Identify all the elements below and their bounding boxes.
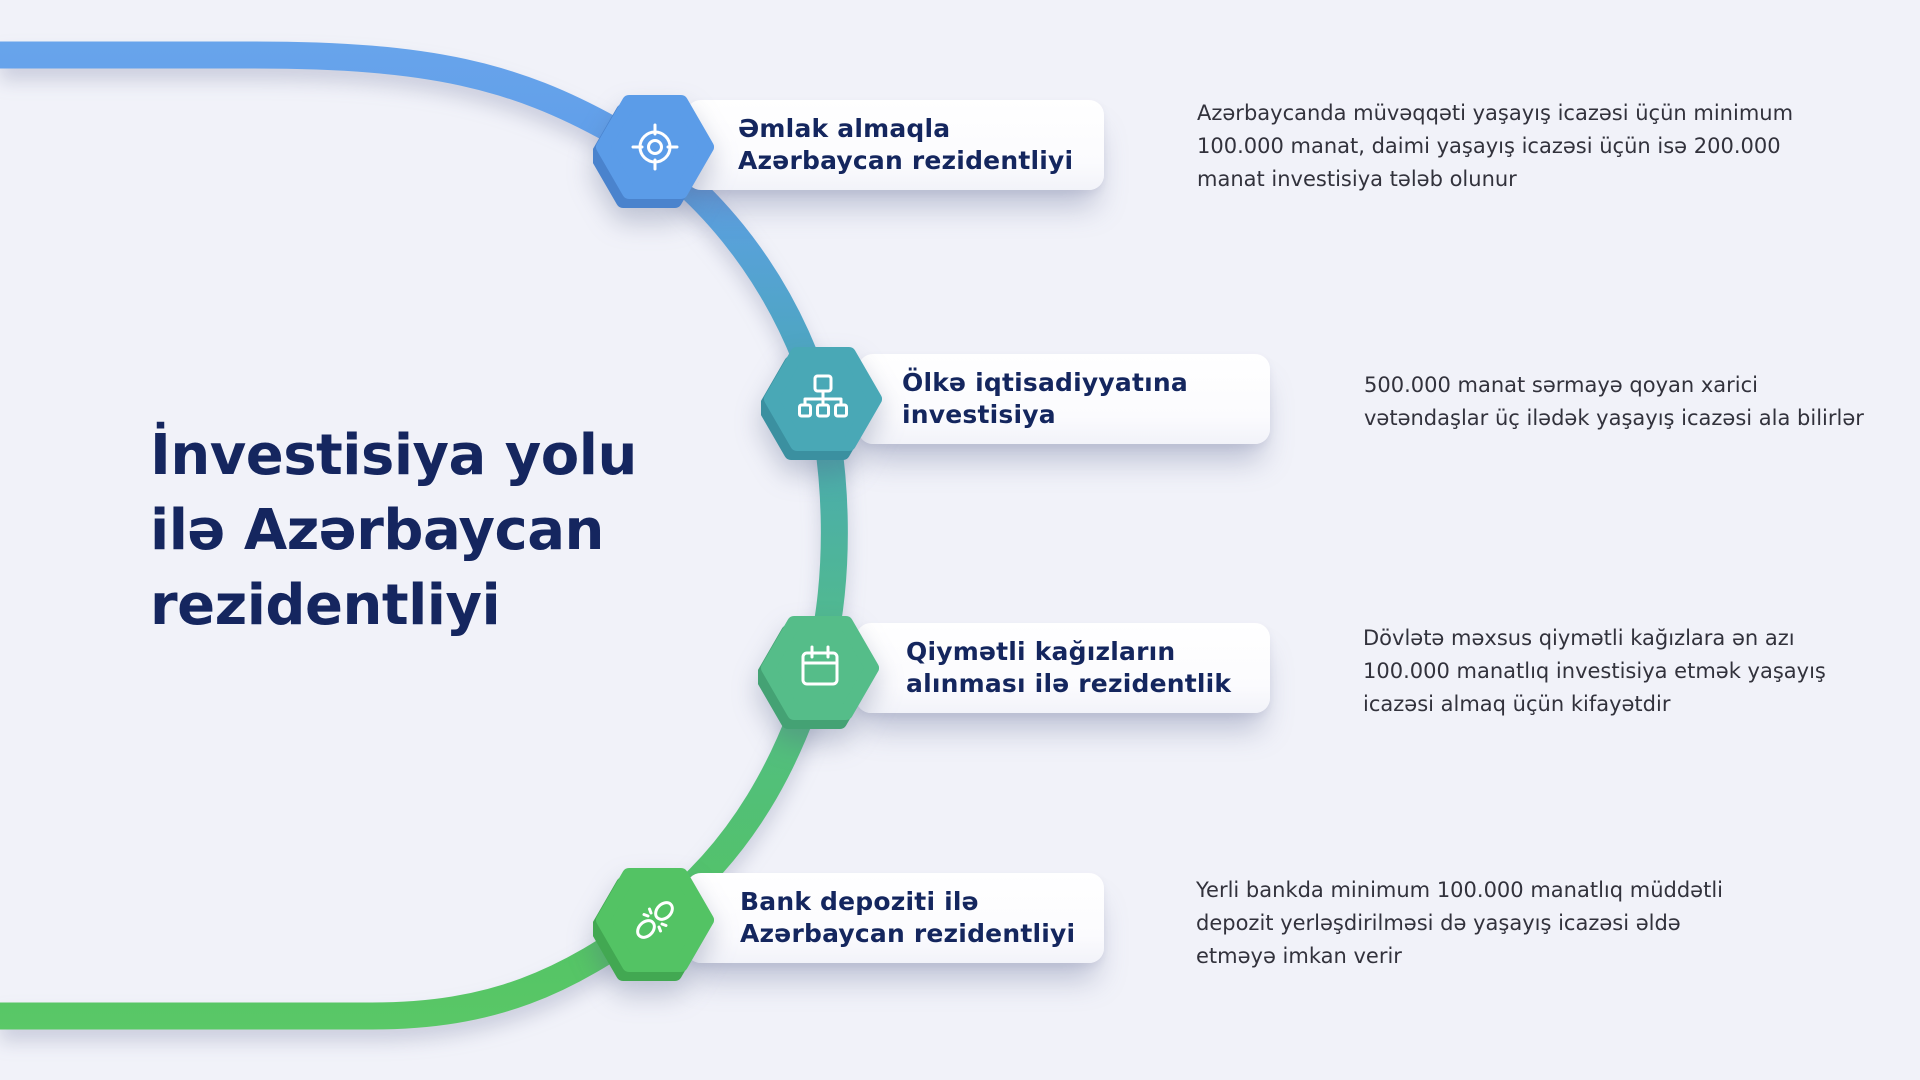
card-step-3-title: Qiymətli kağızların alınması ilə reziden… [906,637,1232,698]
description-step-3: Dövlətə məxsus qiymətli kağızlara ən azı… [1363,626,1826,716]
card-step-1-title: Əmlak almaqla Azərbaycan rezidentliyi [738,114,1074,175]
description-step-4: Yerli bankda minimum 100.000 manatlıq mü… [1196,878,1723,968]
calendar-icon [801,645,839,686]
hexagon-step-1 [593,95,714,208]
sitemap-icon [798,374,848,418]
hexagon-face [596,95,714,199]
hexagon-step-2 [761,347,882,460]
card-step-2-title: Ölkə iqtisadiyyatına investisiya [902,368,1188,429]
broken-link-icon [636,901,674,939]
card-step-4-title: Bank depoziti ilə Azərbaycan rezidentliy… [740,887,1076,948]
description-step-2: 500.000 manat sərmayə qoyan xarici vətən… [1364,373,1864,430]
target-icon [631,123,679,171]
hexagon-step-3 [758,616,879,729]
description-step-1: Azərbaycanda müvəqqəti yaşayış icazəsi ü… [1197,101,1794,191]
hexagon-step-4 [593,868,714,981]
card-step-4: Bank depoziti ilə Azərbaycan rezidentliy… [686,873,1104,963]
hexagon-face [761,616,879,720]
page-title: İnvestisiya yolu ilə Azərbaycan rezident… [150,423,637,638]
card-step-3: Qiymətli kağızların alınması ilə reziden… [856,623,1270,713]
hexagon-face [596,868,714,972]
card-step-1: Əmlak almaqla Azərbaycan rezidentliyi [686,100,1104,190]
card-step-2: Ölkə iqtisadiyyatına investisiya [858,354,1270,444]
